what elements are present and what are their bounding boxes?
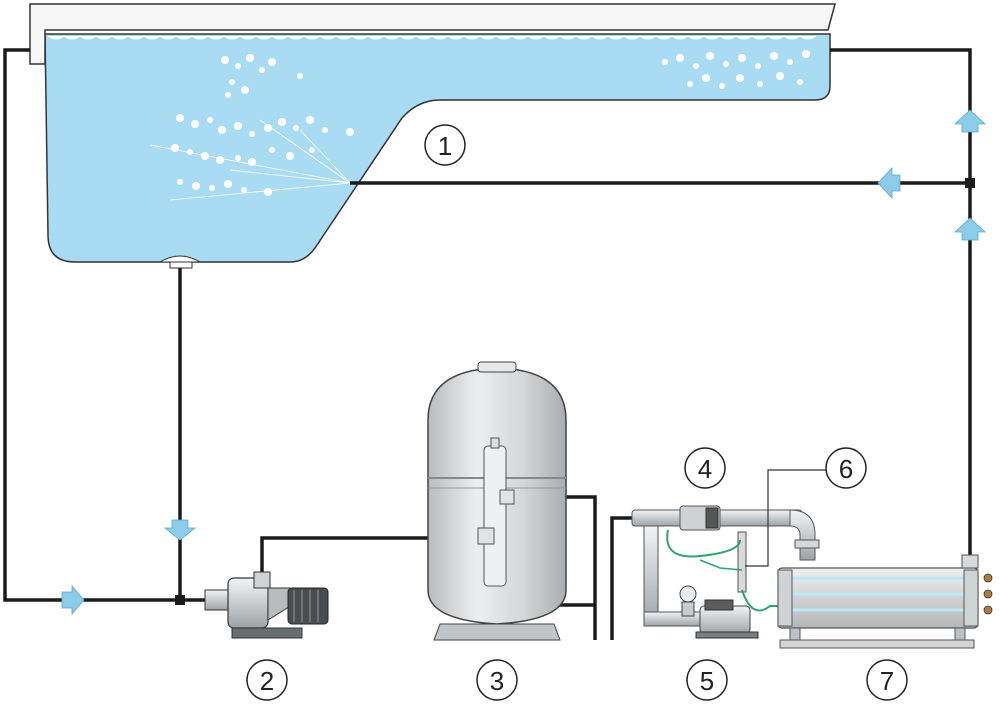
uv-sterilizer [777,554,993,649]
callout-1: 1 [424,124,466,166]
callout-3: 3 [476,659,518,701]
callout-2-text: 2 [260,666,274,696]
callout-labels: 1 2 3 4 5 6 7 [246,124,908,701]
main-drain [158,255,202,269]
skimmer-suction-pipe [3,48,205,602]
callout-6-text: 6 [839,454,853,484]
callout-5-text: 5 [700,666,714,696]
to-ozone-pipe [610,516,632,640]
bubble-jet-lines [149,119,351,201]
pump [204,571,329,639]
booster-pump [679,585,759,639]
suction-junction [175,595,185,605]
callout-7: 7 [866,659,908,701]
return-pipe-right [830,48,972,560]
flow-arrows [61,109,987,616]
pool-deck [29,3,836,65]
callout-7-text: 7 [880,666,894,696]
callout-4: 4 [684,447,726,489]
water-surface-waves [47,35,817,40]
flow-arrow-icon [61,584,85,616]
ozone-hose [741,589,782,612]
flow-arrow-icon [877,166,901,200]
bubbles-right [662,50,810,89]
callout-5: 5 [686,659,728,701]
callout-1-text: 1 [438,131,452,161]
sand-filter [427,361,567,641]
tee-junction [965,178,975,188]
callout-6: 6 [825,447,867,489]
callout-3-text: 3 [490,666,504,696]
flow-arrow-icon [953,109,987,133]
ozone-system [631,469,826,639]
callout-2: 2 [246,659,288,701]
pool [29,3,836,269]
leader-6 [745,469,826,567]
callout-4-text: 4 [698,454,712,484]
flow-arrow-icon [163,519,197,541]
flow-arrow-icon [953,217,987,241]
ozone-hose [666,529,741,558]
